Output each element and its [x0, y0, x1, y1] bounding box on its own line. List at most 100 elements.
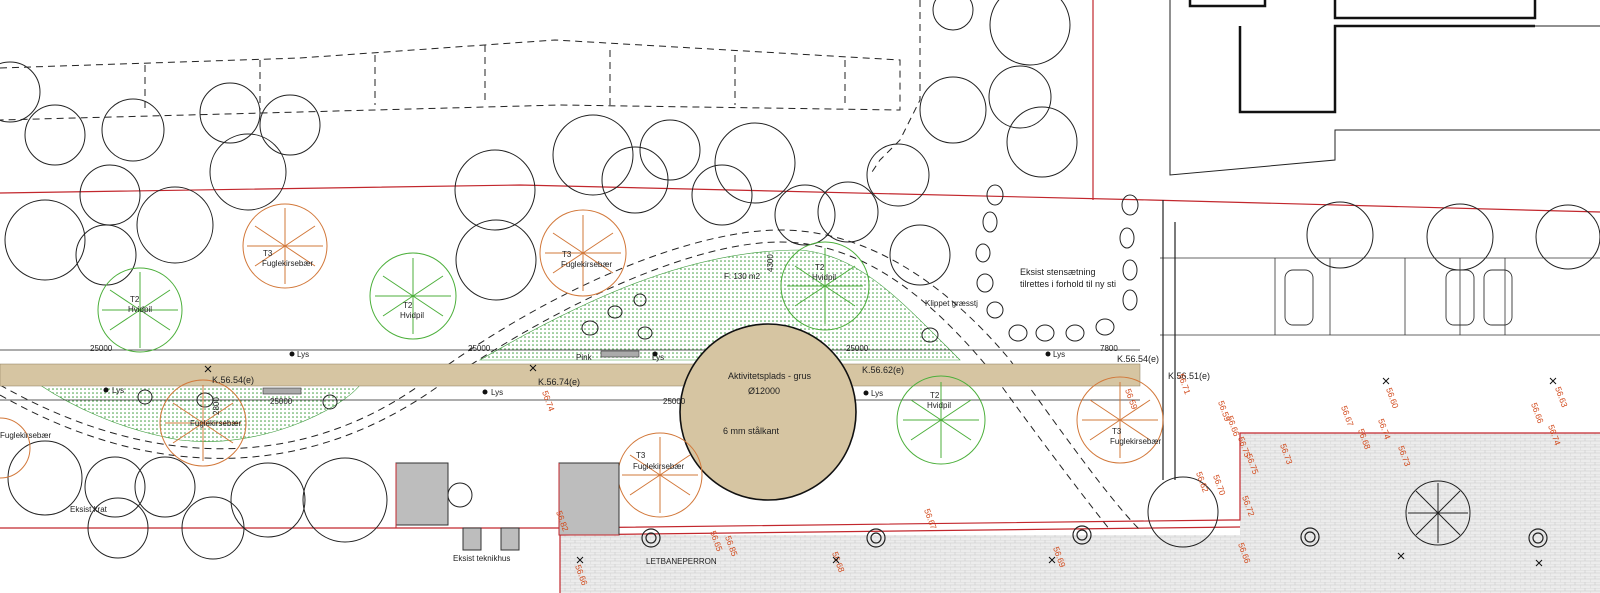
- label-dim-25000-c: 25000: [846, 344, 869, 353]
- property-line-platform: [559, 526, 1241, 536]
- platform-lamps: [641, 525, 1548, 548]
- label-t2-d-name: Hvidpil: [927, 401, 951, 410]
- car-icons: [1284, 269, 1513, 326]
- stones: [137, 184, 1139, 410]
- label-dim-2800: 2800: [212, 397, 221, 415]
- label-lys-2: Lys: [652, 353, 664, 362]
- label-k-5654-a: K.56.54(e): [212, 375, 254, 385]
- label-k-5662: K.56.62(e): [862, 365, 904, 375]
- tree-T3-e: [617, 432, 703, 518]
- label-dim-25000-e: 25000: [663, 397, 686, 406]
- tech-box-1: [395, 462, 449, 526]
- label-t3-d-name: Fuglekirsebær: [1110, 437, 1161, 446]
- label-t2-a-name: Hvidpil: [128, 305, 152, 314]
- label-lys-5: Lys: [491, 388, 503, 397]
- label-t2-b-name: Hvidpil: [400, 311, 424, 320]
- level-7: 56.67: [1339, 404, 1356, 428]
- label-t2-b-code: T2: [403, 301, 413, 310]
- label-lys-3: Lys: [1053, 350, 1065, 359]
- label-lys-4: Lys: [112, 386, 124, 395]
- label-k-5654-b: K.56.54(e): [1117, 354, 1159, 364]
- label-grass: Klippet græsstj: [925, 299, 978, 308]
- label-t3-e-code: T3: [636, 451, 646, 460]
- label-dim-7800: 7800: [1100, 344, 1118, 353]
- label-t3-b-name: Fuglekirsebær: [561, 260, 612, 269]
- label-lys-1: Lys: [297, 350, 309, 359]
- level-3: 56.66: [1225, 414, 1242, 438]
- main-path: [0, 363, 1141, 387]
- tree-T2-b: [369, 252, 457, 340]
- tree-T3-f: [0, 417, 31, 479]
- tree-T3-c: [159, 379, 247, 467]
- label-bench: Pink: [576, 353, 593, 362]
- tree-T3-a: [242, 203, 328, 289]
- lawn-lower: [39, 384, 361, 442]
- curve-path-1: [0, 229, 1141, 531]
- dimension-lines: [0, 349, 1140, 401]
- tech-box-3: [462, 527, 482, 551]
- level-15: 56.62: [1194, 470, 1211, 494]
- bench-lower: [262, 387, 302, 395]
- curve-path-2: [0, 241, 1111, 531]
- tree-T3-b: [539, 209, 627, 297]
- label-thicket: Eksist krat: [70, 505, 108, 514]
- label-dim-4300: 4300: [766, 254, 775, 272]
- label-stone-setting-1: Eksist stensætning: [1020, 267, 1096, 277]
- tree-T2-c: [780, 241, 870, 331]
- label-platform: LETBANEPERRON: [646, 557, 717, 566]
- level-18: 56.67: [922, 507, 939, 531]
- level-12: 56.66: [1529, 401, 1546, 425]
- lamp-dots: [103, 351, 1051, 396]
- tech-frame: [395, 463, 619, 536]
- tech-box-4: [500, 527, 520, 551]
- label-t3-d-code: T3: [1112, 427, 1122, 436]
- label-activity: Aktivitetsplads - grus: [728, 371, 812, 381]
- label-stone-setting-2: tilrettes i forhold til ny sti: [1020, 279, 1116, 289]
- activity-area: [679, 323, 857, 501]
- label-t3-b-code: T3: [562, 250, 572, 259]
- label-area: F: 130 m2: [724, 272, 761, 281]
- label-t3-c-name: Fuglekirsebær: [190, 419, 241, 428]
- label-dim-25000-a: 25000: [90, 344, 113, 353]
- label-dim-25000-b: 25000: [468, 344, 491, 353]
- label-t2-a-code: T2: [130, 295, 140, 304]
- bench-upper: [600, 350, 640, 358]
- label-t3-f-name: Fuglekirsebær: [0, 431, 51, 440]
- parking-lines: [1160, 257, 1600, 336]
- label-k-5674: K.56.74(e): [538, 377, 580, 387]
- level-14: 56.63: [1553, 385, 1570, 409]
- existing-trees: [0, 0, 1600, 560]
- dashed-verticals: [144, 45, 846, 110]
- platform-star: [1405, 480, 1471, 546]
- tree-T3-d: [1076, 376, 1164, 464]
- dashed-zone: [0, 39, 901, 121]
- label-k-5651: K.56.51(e): [1168, 371, 1210, 381]
- lawn-upper: [478, 249, 961, 361]
- road-edge: [1162, 200, 1176, 480]
- label-t2-c-code: T2: [815, 263, 825, 272]
- tree-T2-d: [896, 375, 986, 465]
- label-dim-25000-d: 25000: [270, 397, 293, 406]
- label-technical-house: Eksist teknikhus: [453, 554, 510, 563]
- building-outline: [1188, 0, 1537, 114]
- level-markers: [204, 364, 1557, 567]
- platform-paving: [560, 535, 1600, 593]
- tree-T2-a: [97, 267, 183, 353]
- level-26: 56.59: [1123, 387, 1140, 411]
- label-t3-a-name: Fuglekirsebær: [262, 259, 313, 268]
- level-1: 56.74: [540, 389, 557, 413]
- label-t2-d-code: T2: [930, 391, 940, 400]
- level-25: 56.70: [1211, 473, 1228, 497]
- label-diameter: Ø12000: [748, 386, 780, 396]
- label-t2-c-name: Hvidpil: [812, 273, 836, 282]
- label-lys-6: Lys: [871, 389, 883, 398]
- paving-right: [1240, 433, 1600, 543]
- dashed-zone-2: [869, 0, 921, 176]
- label-t3-a-code: T3: [263, 249, 273, 258]
- label-steel-edge: 6 mm stålkant: [723, 426, 780, 436]
- property-line-top: [0, 184, 1600, 213]
- building-outline-thin: [1169, 0, 1600, 176]
- label-t3-e-name: Fuglekirsebær: [633, 462, 684, 471]
- level-6: 56.60: [1384, 386, 1401, 410]
